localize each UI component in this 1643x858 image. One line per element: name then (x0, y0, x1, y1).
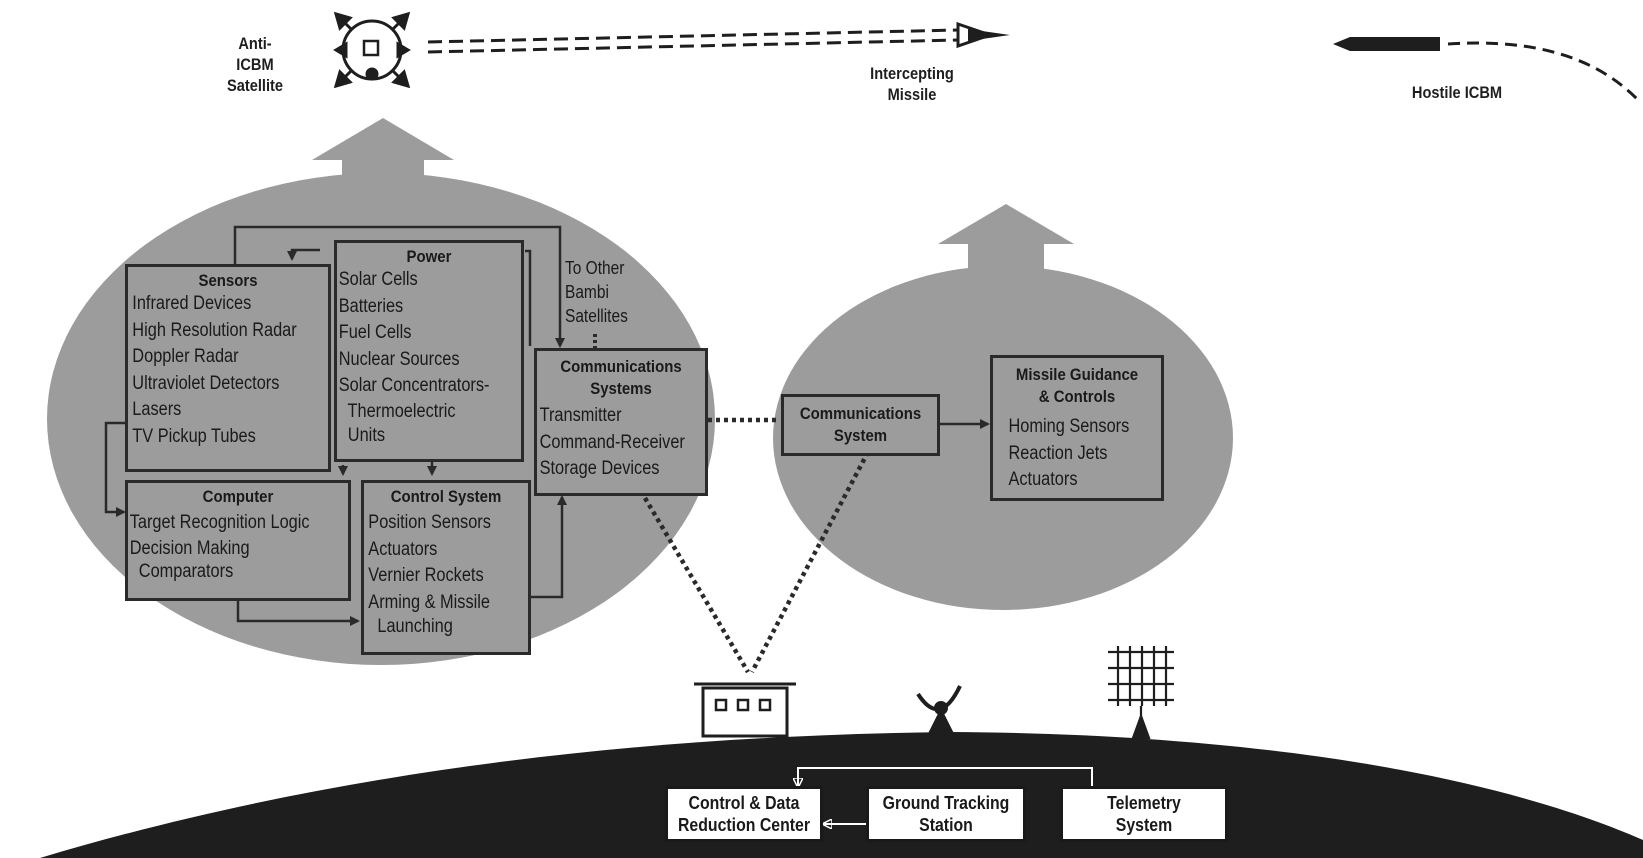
list-item: Homing Sensors (1008, 416, 1130, 437)
list-item: Decision Making (129, 537, 250, 559)
list-item: Actuators (368, 538, 438, 560)
list-item: Solar Cells (338, 269, 418, 290)
communications-systems-title: Communications Systems (560, 357, 682, 398)
power-box: Power Solar Cells Batteries Fuel Cells N… (334, 240, 524, 462)
list-item: Nuclear Sources (338, 348, 460, 370)
ground-station-building-icon (694, 682, 796, 738)
anti-icbm-satellite-icon (333, 11, 411, 89)
radar-dish-icon (916, 685, 962, 738)
list-item: Target Recognition Logic (129, 512, 310, 533)
list-item: Lasers (132, 399, 182, 420)
missile-up-arrow (938, 204, 1074, 278)
sensors-box: Sensors Infrared Devices High Resolution… (125, 264, 331, 472)
telemetry-antenna-icon (1108, 646, 1174, 740)
missile-communications-title: Communications System (799, 404, 922, 445)
control-data-reduction-box: Control & Data Reduction Center (665, 786, 823, 842)
list-item: Comparators (129, 560, 234, 582)
list-item: Fuel Cells (338, 322, 412, 343)
list-item: Thermoelectric (338, 400, 456, 422)
control-system-box: Control System Position Sensors Actuator… (361, 480, 531, 655)
missile-communications-box: Communications System (781, 394, 940, 456)
intercept-path (427, 28, 959, 54)
list-item: TV Pickup Tubes (132, 425, 256, 447)
earth (40, 732, 1643, 858)
to-other-line: To Other (565, 258, 625, 278)
missile-guidance-title: Missile Guidance & Controls (1015, 365, 1139, 406)
list-item: Transmitter (539, 405, 622, 426)
hostile-icbm-label: Hostile ICBM (1411, 83, 1503, 102)
ground-tracking-station-box: Ground Tracking Station (866, 786, 1026, 842)
control-system-title: Control System (390, 487, 502, 506)
ground-tracking-station-title: Ground Tracking Station (882, 793, 1010, 835)
list-item: Units (338, 424, 386, 446)
list-item: Ultraviolet Detectors (132, 372, 280, 394)
bambi-line: Bambi (565, 282, 609, 302)
control-data-reduction-title: Control & Data Reduction Center (677, 793, 810, 835)
list-item: Infrared Devices (132, 293, 252, 314)
list-item: Batteries (338, 295, 404, 317)
telemetry-system-title: Telemetry System (1107, 793, 1181, 835)
satellite-connections (104, 225, 597, 626)
list-item: Arming & Missile (368, 591, 490, 613)
ground-connections (798, 767, 1093, 824)
list-item: Solar Concentrators- (338, 375, 490, 396)
list-item: High Resolution Radar (132, 319, 297, 341)
intercepting-missile-icon (956, 21, 1010, 49)
computer-box: Computer Target Recognition Logic Decisi… (125, 480, 351, 601)
sensors-title: Sensors (198, 271, 258, 290)
satellite-up-arrow (312, 118, 454, 190)
hostile-icbm-icon (1333, 37, 1642, 104)
communications-systems-box: Communications Systems Transmitter Comma… (534, 348, 708, 496)
power-title: Power (406, 247, 452, 266)
satellites-line: Satellites (565, 306, 628, 326)
list-item: Vernier Rockets (368, 565, 484, 586)
list-item: Position Sensors (368, 512, 491, 533)
list-item: Storage Devices (539, 458, 660, 479)
list-item: Doppler Radar (132, 346, 239, 367)
missile-guidance-box: Missile Guidance & Controls Homing Senso… (990, 355, 1164, 501)
list-item: Reaction Jets (1008, 442, 1108, 464)
anti-icbm-satellite-label: Anti-ICBM Satellite (226, 34, 284, 95)
communication-links (643, 417, 870, 674)
list-item: Actuators (1008, 469, 1078, 490)
telemetry-system-box: Telemetry System (1060, 786, 1228, 842)
computer-title: Computer (202, 487, 274, 506)
list-item: Launching (368, 616, 453, 637)
list-item: Command-Receiver (539, 431, 685, 453)
intercepting-missile-label: Intercepting Missile (870, 64, 954, 104)
